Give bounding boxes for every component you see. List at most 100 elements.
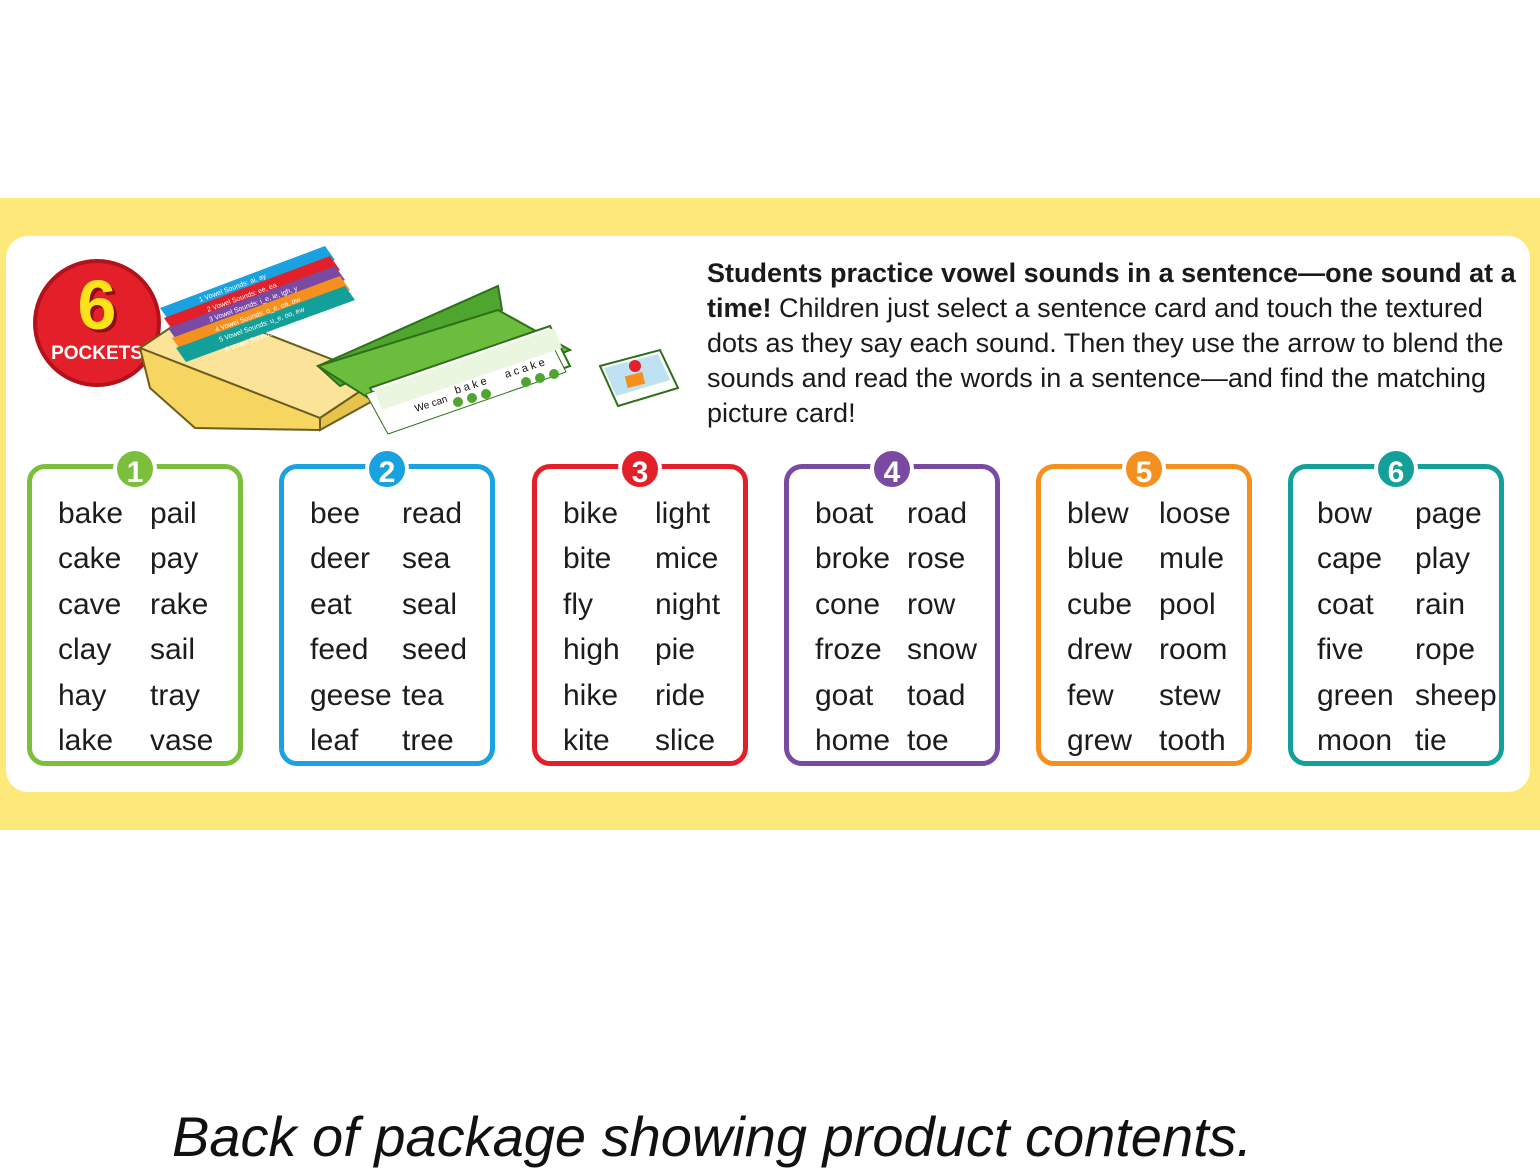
word: cave (58, 587, 122, 621)
card-number-1: 1 (113, 447, 157, 491)
word: tea (402, 678, 444, 712)
word: high (563, 633, 620, 667)
picture-card-stack (598, 348, 680, 408)
word: geese (310, 678, 392, 712)
word: seal (402, 587, 458, 621)
word: row (907, 587, 956, 621)
description-bold: Students practice vowel sounds in a sent… (707, 258, 1516, 323)
word: mice (655, 542, 719, 576)
word: blew (1067, 497, 1129, 530)
word: lake (58, 724, 114, 758)
word: few (1067, 678, 1114, 712)
word: feed (310, 633, 369, 667)
word: bike (563, 497, 619, 530)
word: tooth (1159, 724, 1226, 758)
word: pay (150, 542, 199, 576)
word: road (907, 497, 968, 530)
product-description: Students practice vowel sounds in a sent… (707, 256, 1519, 431)
word: read (402, 497, 463, 530)
word: light (655, 497, 711, 530)
word: snow (907, 633, 978, 667)
word-card-5: 5 blew loose blue mule cube pool drew room f… (1036, 447, 1252, 766)
word: eat (310, 587, 352, 621)
word: blue (1067, 542, 1124, 576)
card-number-5: 5 (1122, 447, 1166, 491)
word: cape (1317, 542, 1383, 576)
word: tray (150, 678, 201, 712)
word: seed (402, 633, 468, 667)
word: vase (150, 724, 214, 758)
word: moon (1317, 724, 1393, 758)
word: cone (815, 587, 881, 621)
word: ride (655, 678, 706, 712)
word: rope (1415, 633, 1476, 667)
folder-tabs (160, 246, 355, 362)
word: pail (150, 497, 197, 530)
word: page (1415, 497, 1482, 530)
word: kite (563, 724, 610, 758)
word: froze (815, 633, 882, 667)
word: slice (655, 724, 716, 758)
word-card-3: 3 bike light bite mice fly night high pie hi… (532, 447, 748, 766)
description-body: Children just select a sentence card and… (707, 293, 1504, 428)
word: night (655, 587, 721, 621)
word: fly (563, 587, 593, 621)
product-illustration: 1 Vowel Sounds: ai, ay 2 Vowel Sounds: e… (137, 246, 680, 435)
card-number-4: 4 (870, 447, 914, 491)
word: sheep (1415, 678, 1497, 712)
sentence-card-stack: We can b a k e a c a k e (365, 324, 572, 435)
card-number-3: 3 (618, 447, 662, 491)
word: tree (402, 724, 454, 758)
word: toad (907, 678, 966, 712)
word: leaf (310, 724, 359, 758)
word: hay (58, 678, 107, 712)
word: bake (58, 497, 124, 530)
word: green (1317, 678, 1394, 712)
word: drew (1067, 633, 1133, 667)
card-number-6: 6 (1374, 447, 1418, 491)
word: grew (1067, 724, 1133, 758)
word: broke (815, 542, 891, 576)
word: coat (1317, 587, 1374, 621)
word: mule (1159, 542, 1225, 576)
word-list-5: blew loose blue mule cube pool drew room few… (1067, 491, 1241, 763)
word: play (1415, 542, 1471, 576)
word: rose (907, 542, 966, 576)
word: stew (1159, 678, 1221, 712)
word-card-6: 6 bow page cape play coat rain five rope gre… (1288, 447, 1504, 766)
word: boat (815, 497, 874, 530)
box-front (138, 346, 321, 432)
word: rake (150, 587, 209, 621)
word: room (1159, 633, 1228, 667)
word: hike (563, 678, 619, 712)
word: tie (1415, 724, 1447, 758)
word-list-3: bike light bite mice fly night high pie hike… (563, 491, 737, 763)
word: five (1317, 633, 1364, 667)
word: deer (310, 542, 371, 576)
image-caption: Back of package showing product contents… (172, 1105, 1253, 1168)
badge-label: POCKETS (51, 343, 143, 364)
word: goat (815, 678, 874, 712)
word: loose (1159, 497, 1231, 530)
word: bite (563, 542, 612, 576)
word: bow (1317, 497, 1373, 530)
word: sail (150, 633, 196, 667)
word: cake (58, 542, 122, 576)
word-list-6: bow page cape play coat rain five rope green… (1317, 491, 1497, 763)
pockets-badge: 6 POCKETS (33, 259, 161, 387)
word: pie (655, 633, 696, 667)
badge-number: 6 (77, 266, 117, 344)
word: clay (58, 633, 112, 667)
card-number-2: 2 (365, 447, 409, 491)
word: rain (1415, 587, 1466, 621)
word: sea (402, 542, 451, 576)
word: home (815, 724, 891, 758)
word: cube (1067, 587, 1133, 621)
word: pool (1159, 587, 1216, 621)
